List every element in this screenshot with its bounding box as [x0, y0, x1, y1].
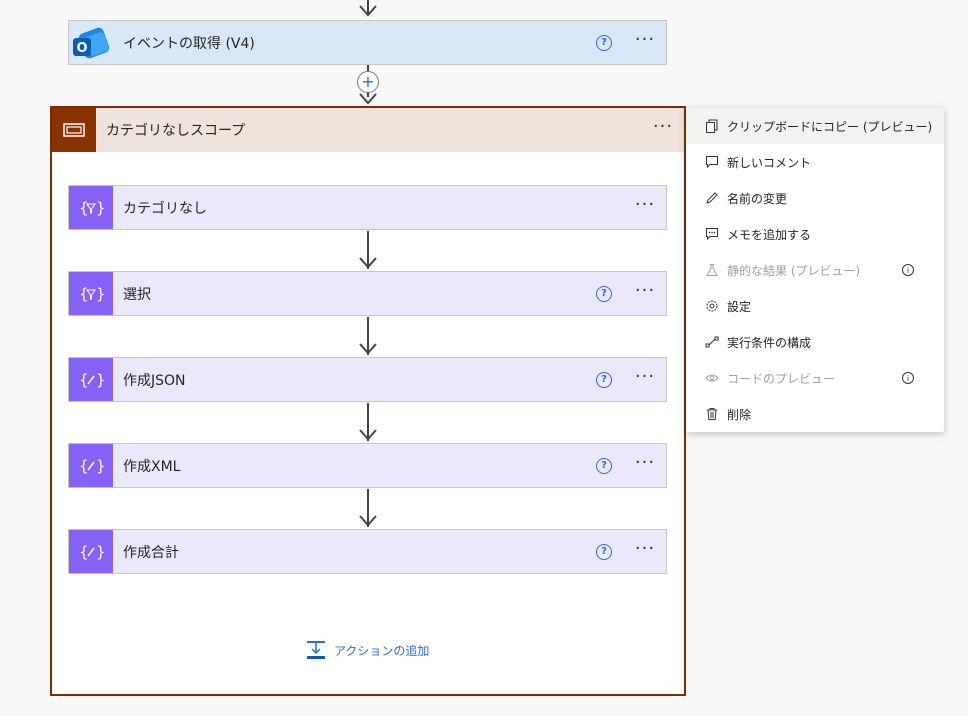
filter-expression-icon: {} — [69, 272, 113, 315]
svg-text:O: O — [76, 41, 87, 56]
svg-text:{: { — [79, 285, 89, 303]
more-options-button[interactable]: ··· — [634, 537, 656, 559]
menu-item-label: 新しいコメント — [727, 155, 812, 170]
svg-text:{: { — [79, 199, 89, 217]
action-compose-xml[interactable]: {} 作成XML ? ··· — [68, 443, 667, 488]
menu-item-label: 静的な結果 (プレビュー) — [727, 263, 861, 278]
connector-line — [367, 489, 369, 527]
connector-arrowhead — [359, 93, 377, 105]
svg-text:}: } — [96, 371, 104, 389]
svg-text:{: { — [79, 371, 89, 389]
info-icon[interactable]: i — [902, 264, 914, 276]
svg-text:}: } — [96, 457, 104, 475]
menu-item-code-preview: コードのプレビュー i — [686, 360, 944, 396]
action-compose-json[interactable]: {} 作成JSON ? ··· — [68, 357, 667, 402]
help-icon[interactable]: ? — [596, 285, 612, 302]
help-icon[interactable]: ? — [596, 34, 612, 51]
flask-icon — [704, 262, 720, 278]
insert-step-button[interactable]: + — [357, 71, 379, 93]
add-action-icon — [307, 641, 325, 659]
help-icon[interactable]: ? — [596, 543, 612, 560]
menu-item-settings[interactable]: 設定 — [686, 288, 944, 324]
more-options-button[interactable]: ··· — [634, 279, 656, 301]
action-title: カテゴリなし — [123, 200, 207, 217]
menu-item-new-comment[interactable]: 新しいコメント — [686, 144, 944, 180]
help-icon[interactable]: ? — [596, 371, 612, 388]
run-after-icon — [704, 334, 720, 350]
compose-expression-icon: {} — [69, 444, 113, 487]
menu-item-delete[interactable]: 削除 — [686, 396, 944, 432]
action-title: 作成合計 — [123, 544, 179, 561]
menu-item-label: クリップボードにコピー (プレビュー) — [727, 119, 933, 134]
connector-line — [367, 0, 369, 14]
menu-item-label: 削除 — [727, 407, 752, 422]
connector-arrowhead — [359, 5, 377, 17]
trash-icon — [704, 406, 720, 422]
more-options-button[interactable]: ··· — [634, 28, 656, 50]
svg-text:}: } — [96, 199, 104, 217]
connector-line — [367, 231, 369, 269]
note-icon — [704, 226, 720, 242]
add-action-button[interactable]: アクションの追加 — [306, 640, 429, 660]
menu-item-static-result: 静的な結果 (プレビュー) i — [686, 252, 944, 288]
copy-icon — [704, 118, 720, 134]
get-events-title: イベントの取得 (V4) — [123, 35, 255, 52]
action-title: 作成JSON — [123, 372, 186, 389]
menu-item-label: 設定 — [727, 299, 752, 314]
menu-item-label: コードのプレビュー — [727, 371, 836, 386]
outlook-icon: O — [69, 21, 113, 64]
compose-expression-icon: {} — [69, 358, 113, 401]
connector-arrowhead — [359, 515, 377, 527]
comment-icon — [704, 154, 720, 170]
more-options-button[interactable]: ··· — [634, 193, 656, 215]
context-menu: クリップボードにコピー (プレビュー) 新しいコメント 名前の変更 メモを追加す… — [686, 108, 944, 432]
connector-line — [367, 317, 369, 355]
filter-expression-icon: {} — [69, 186, 113, 229]
menu-item-rename[interactable]: 名前の変更 — [686, 180, 944, 216]
connector-arrowhead — [359, 343, 377, 355]
svg-text:}: } — [96, 543, 104, 561]
scope-title: カテゴリなしスコープ — [106, 123, 246, 139]
action-compose-total[interactable]: {} 作成合計 ? ··· — [68, 529, 667, 574]
svg-text:{: { — [79, 543, 89, 561]
connector-arrowhead — [359, 429, 377, 441]
menu-item-label: 実行条件の構成 — [727, 335, 812, 350]
more-options-button[interactable]: ··· — [652, 116, 674, 137]
add-action-label: アクションの追加 — [334, 643, 430, 658]
action-title: 作成XML — [123, 458, 181, 475]
menu-item-copy-to-clipboard[interactable]: クリップボードにコピー (プレビュー) — [686, 108, 944, 144]
gear-icon — [704, 298, 720, 314]
pencil-icon — [704, 190, 720, 206]
get-events-action[interactable]: O イベントの取得 (V4) ? ··· — [68, 20, 667, 65]
action-select[interactable]: {} 選択 ? ··· — [68, 271, 667, 316]
menu-item-add-note[interactable]: メモを追加する — [686, 216, 944, 252]
svg-text:}: } — [96, 285, 104, 303]
info-icon[interactable]: i — [902, 372, 914, 384]
help-icon[interactable]: ? — [596, 457, 612, 474]
eye-icon — [704, 370, 720, 386]
menu-item-run-after[interactable]: 実行条件の構成 — [686, 324, 944, 360]
action-title: 選択 — [123, 286, 151, 303]
scope-icon — [52, 108, 96, 152]
connector-line — [367, 403, 369, 441]
more-options-button[interactable]: ··· — [634, 365, 656, 387]
more-options-button[interactable]: ··· — [634, 451, 656, 473]
menu-item-label: 名前の変更 — [727, 191, 788, 206]
compose-expression-icon: {} — [69, 530, 113, 573]
svg-text:{: { — [79, 457, 89, 475]
action-uncategorized[interactable]: {} カテゴリなし ··· — [68, 185, 667, 230]
scope-header[interactable]: カテゴリなしスコープ ··· — [52, 108, 684, 152]
menu-item-label: メモを追加する — [727, 227, 812, 242]
connector-arrowhead — [359, 257, 377, 269]
